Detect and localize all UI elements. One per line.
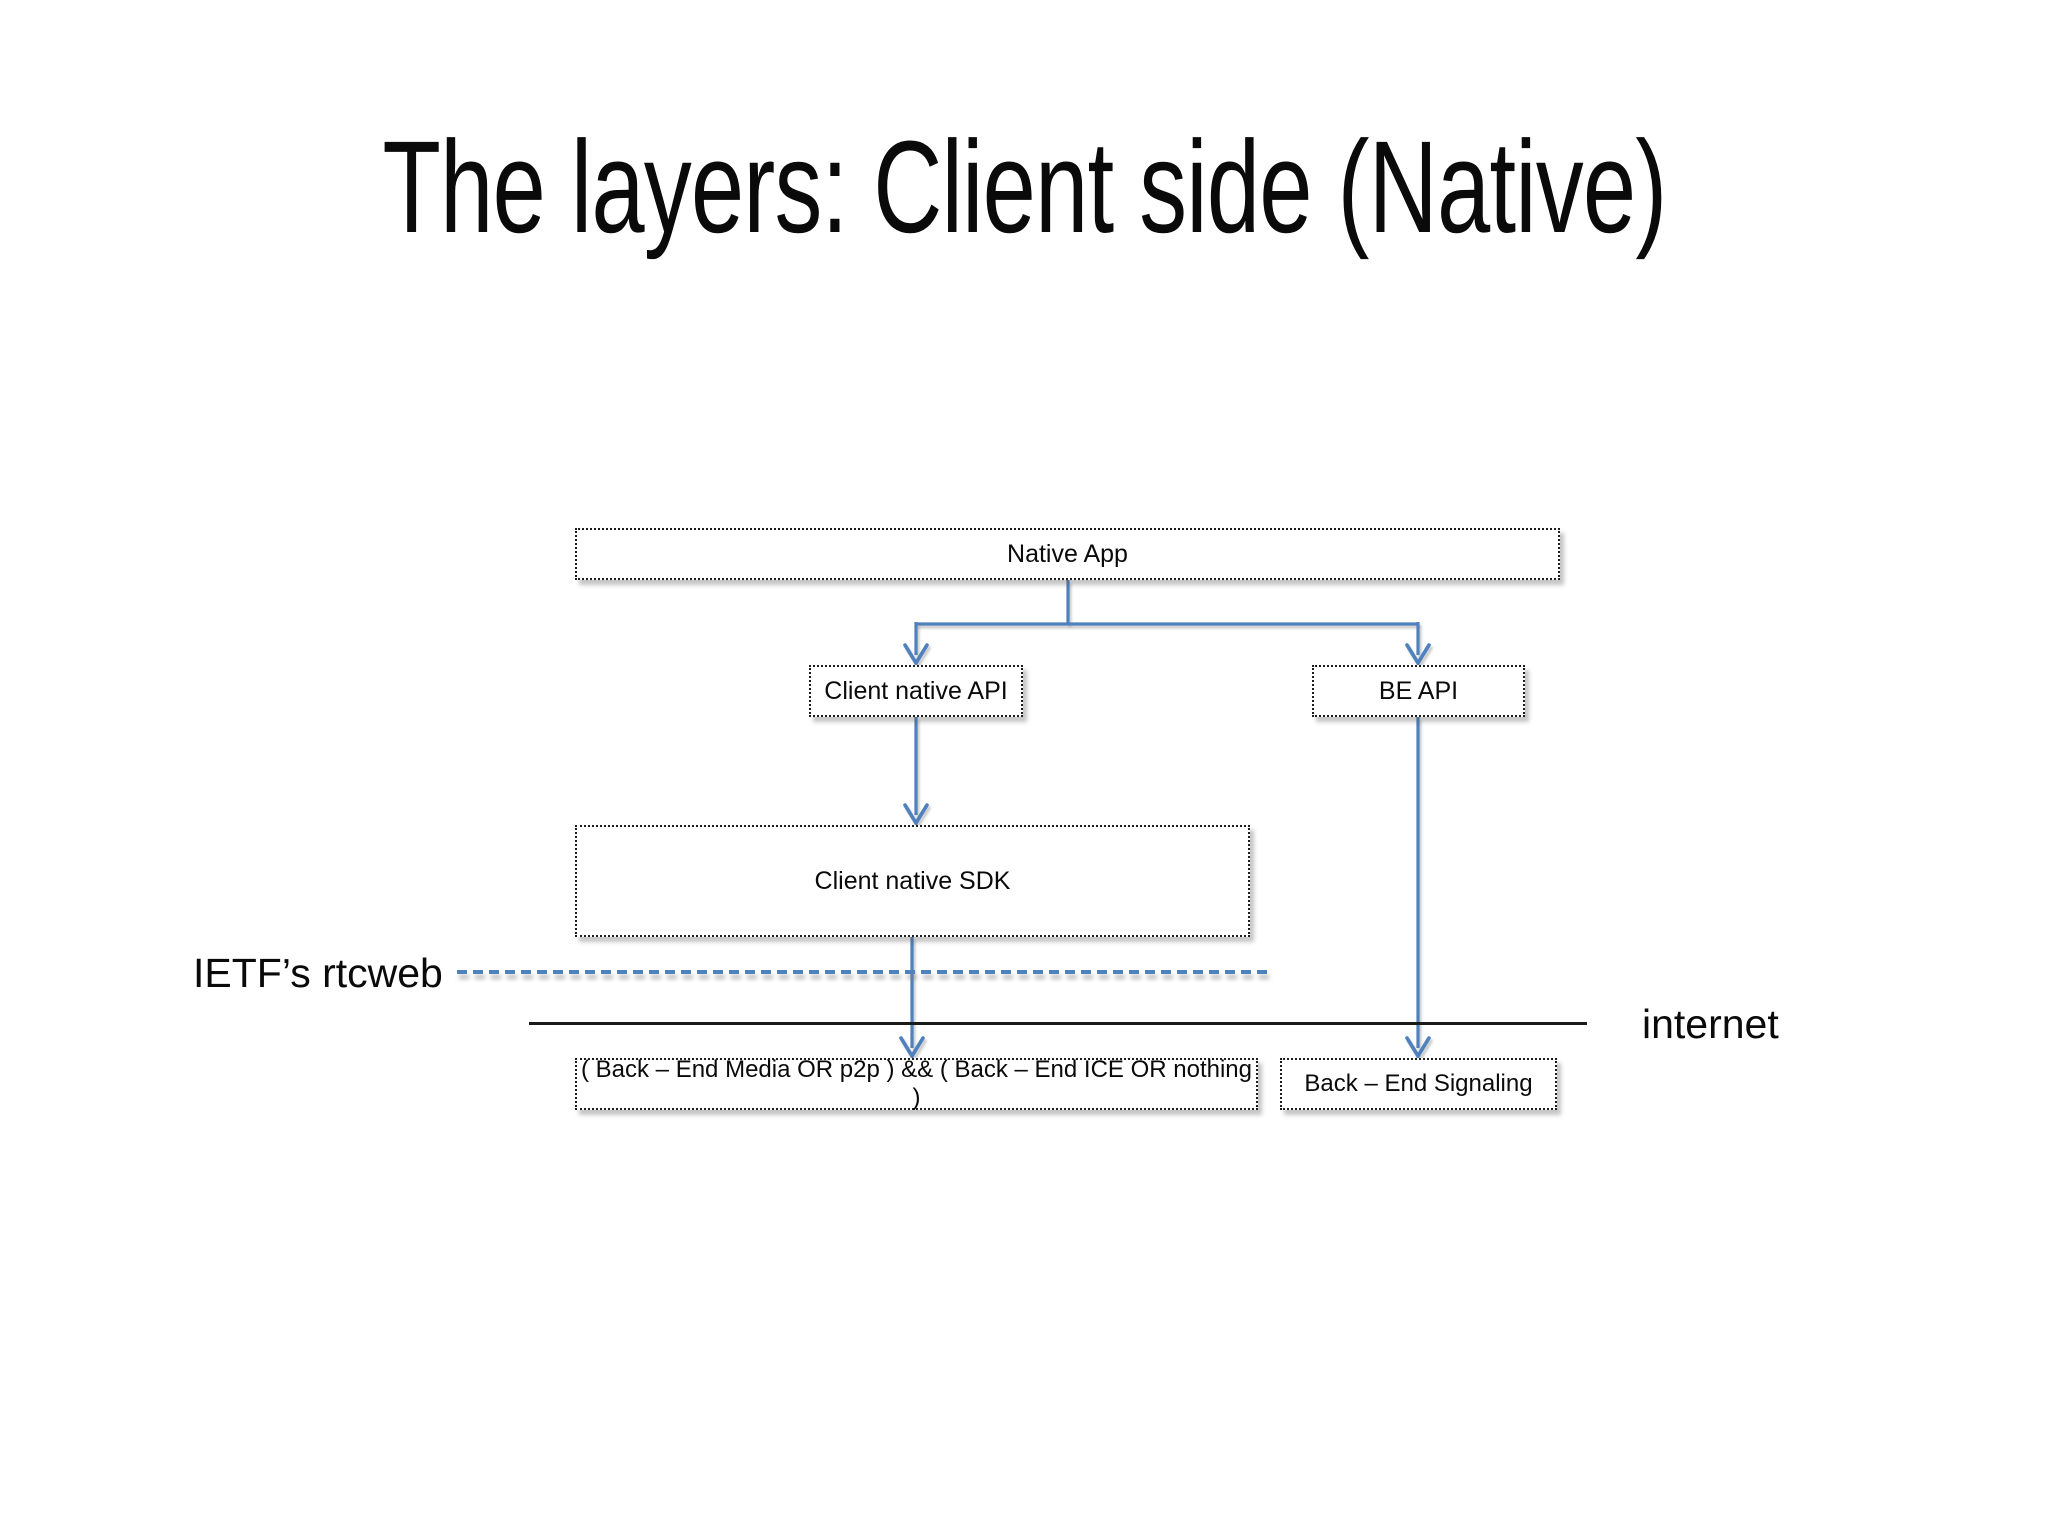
be-api-label: BE API bbox=[1378, 676, 1459, 705]
arrowhead-sdk bbox=[903, 803, 929, 827]
internet-label: internet bbox=[1642, 1001, 1779, 1047]
arrowhead-client-native-api bbox=[903, 643, 929, 667]
be-api-box: BE API bbox=[1312, 665, 1525, 717]
client-native-api-label: Client native API bbox=[824, 676, 1008, 705]
arrowhead-backend-media bbox=[899, 1036, 925, 1060]
backend-media-label: ( Back – End Media OR p2p ) && ( Back – … bbox=[581, 1056, 1252, 1111]
client-native-api-box: Client native API bbox=[809, 665, 1023, 717]
internet-line bbox=[529, 1022, 1587, 1025]
slide-title: The layers: Client side (Native) bbox=[0, 112, 2048, 262]
native-app-label: Native App bbox=[1007, 539, 1128, 568]
client-native-sdk-box: Client native SDK bbox=[575, 825, 1250, 937]
backend-media-box: ( Back – End Media OR p2p ) && ( Back – … bbox=[575, 1056, 1258, 1111]
rtcweb-dashed-line bbox=[457, 970, 1272, 974]
slide-title-text: The layers: Client side (Native) bbox=[381, 113, 1667, 260]
backend-signaling-box: Back – End Signaling bbox=[1280, 1058, 1557, 1110]
arrowhead-backend-signaling bbox=[1405, 1036, 1431, 1060]
arrowhead-be-api bbox=[1405, 643, 1431, 667]
native-app-box: Native App bbox=[575, 528, 1560, 580]
client-native-sdk-label: Client native SDK bbox=[814, 866, 1011, 895]
ietf-rtcweb-label: IETF’s rtcweb bbox=[193, 950, 443, 996]
backend-signaling-label: Back – End Signaling bbox=[1304, 1070, 1533, 1098]
